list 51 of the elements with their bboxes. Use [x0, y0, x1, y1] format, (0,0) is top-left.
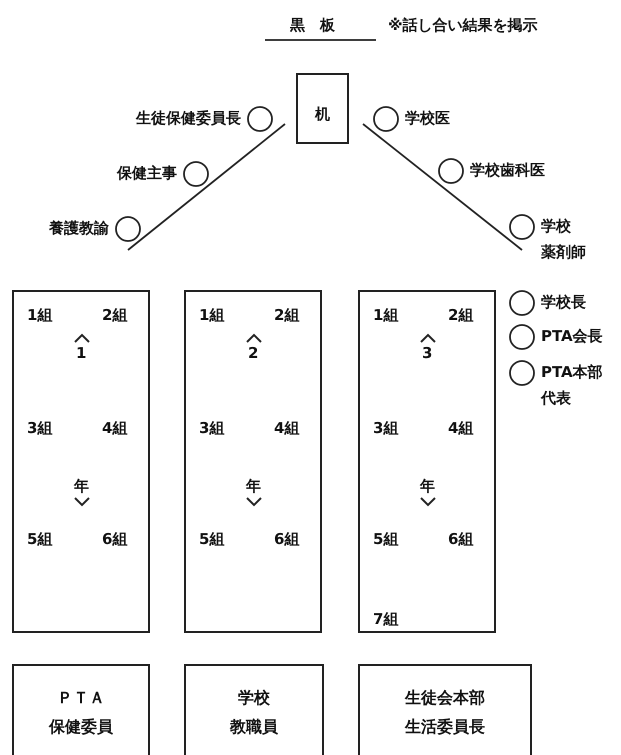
grade-label: 年: [420, 477, 435, 496]
grade-label: 年: [74, 477, 89, 496]
seating-area: [12, 290, 150, 633]
grade-label: 年: [246, 477, 261, 496]
seating-area: [184, 290, 322, 633]
class-label: 6組: [274, 530, 300, 549]
group-box: [12, 664, 150, 755]
class-label: 3組: [373, 419, 398, 438]
blackboard-label: 黒 板: [290, 16, 335, 35]
seat-label: 学校長: [541, 292, 586, 313]
class-label: 1組: [27, 306, 52, 325]
seat-label: 学校: [541, 216, 572, 237]
seat-label: PTA本部: [541, 362, 603, 383]
class-label: 2組: [102, 306, 128, 325]
class-label: 2組: [448, 306, 474, 325]
class-label: 1組: [373, 306, 398, 325]
seat-label: 学校歯科医: [470, 160, 545, 181]
class-label: 5組: [373, 530, 398, 549]
note-text: ※話し合い結果を掲示: [388, 16, 538, 35]
group-label: 保健委員: [49, 717, 113, 738]
class-label: 3組: [27, 419, 52, 438]
class-label: 4組: [274, 419, 300, 438]
class-label: 4組: [448, 419, 474, 438]
group-box: [184, 664, 324, 755]
class-label: 3組: [199, 419, 224, 438]
group-label: 生徒会本部: [405, 688, 485, 709]
group-box: [358, 664, 532, 755]
class-label: 5組: [199, 530, 224, 549]
class-label: 6組: [448, 530, 474, 549]
desk-box: 机: [296, 73, 349, 144]
grade-number: 2: [248, 344, 258, 362]
seat-label: 学校医: [405, 108, 450, 129]
class-label: 2組: [274, 306, 300, 325]
class-label: 6組: [102, 530, 128, 549]
seat-label: 養護教諭: [49, 218, 109, 239]
class-label: 7組: [373, 610, 398, 629]
class-label: 1組: [199, 306, 224, 325]
seating-area: [358, 290, 496, 633]
class-label: 5組: [27, 530, 52, 549]
seat-label: 代表: [541, 388, 572, 409]
seat-label: PTA会長: [541, 326, 603, 347]
seat-label: 薬剤師: [541, 242, 586, 263]
seat-label: 保健主事: [117, 163, 177, 184]
grade-number: 1: [76, 344, 86, 362]
class-label: 4組: [102, 419, 128, 438]
group-label: 生活委員長: [405, 717, 485, 738]
group-label: ＰＴＡ: [57, 688, 105, 709]
seat-label: 生徒保健委員長: [136, 108, 241, 129]
grade-number: 3: [422, 344, 432, 362]
group-label: 学校: [238, 688, 270, 709]
group-label: 教職員: [230, 717, 278, 738]
